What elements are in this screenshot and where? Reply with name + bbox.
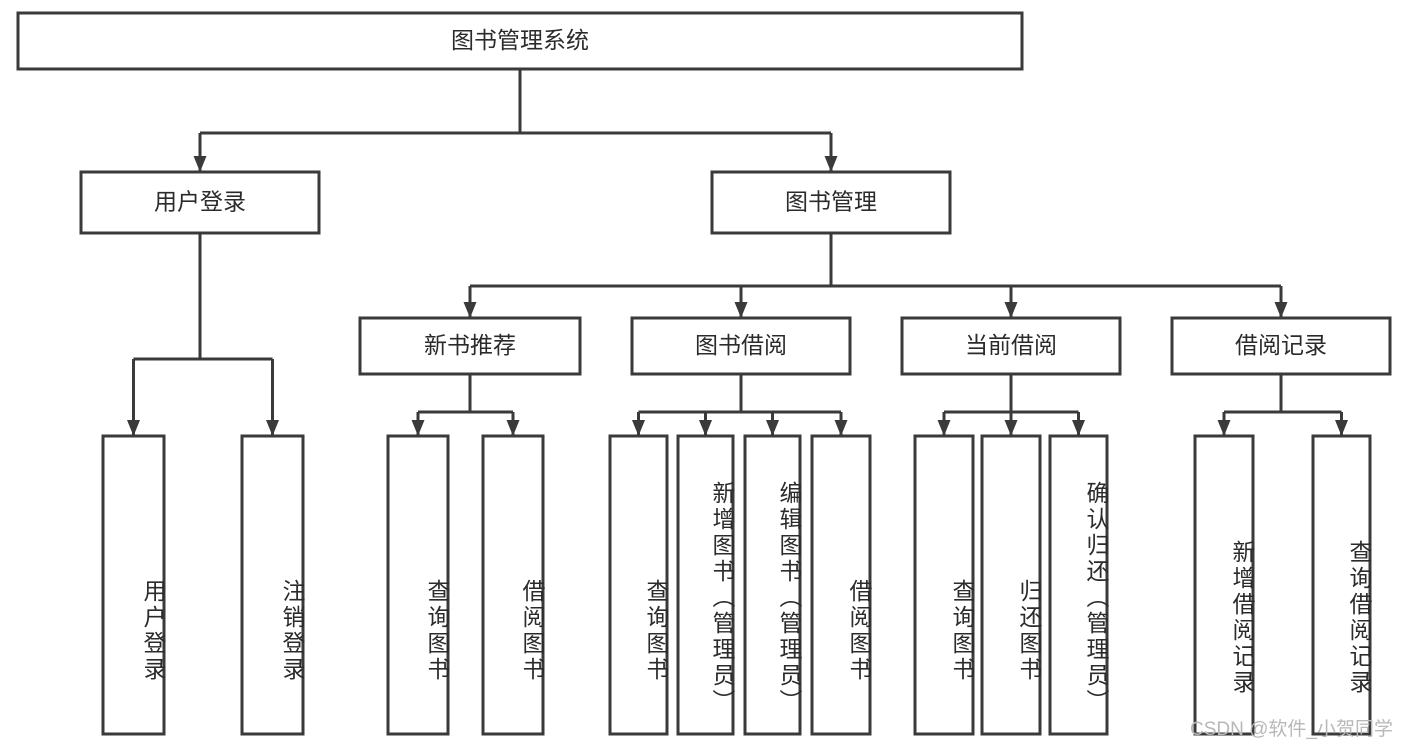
node-label-new-book-recommend: 新书推荐 <box>424 332 516 358</box>
node-box-leaf-borrow-book-1[interactable] <box>481 434 545 736</box>
node-box-leaf-add-record[interactable] <box>1193 434 1255 736</box>
node-label-book-borrow: 图书借阅 <box>695 332 787 358</box>
node-box-book-manage[interactable] <box>710 170 952 235</box>
node-label-borrow-record: 借阅记录 <box>1235 332 1327 358</box>
arrow-head-leaf-query-record <box>1335 420 1348 436</box>
node-box-leaf-borrow-book-2[interactable] <box>810 434 872 736</box>
node-box-leaf-query-book-2[interactable] <box>608 434 669 736</box>
node-box-leaf-add-book[interactable] <box>676 434 735 736</box>
arrow-head-leaf-add-record <box>1217 420 1231 436</box>
arrow-head-user-login <box>193 156 207 172</box>
node-box-root[interactable] <box>16 11 1024 71</box>
arrow-head-leaf-logout <box>266 420 279 436</box>
node-label-root: 图书管理系统 <box>451 27 589 53</box>
node-box-leaf-query-book-3[interactable] <box>913 434 975 736</box>
arrow-head-leaf-add-book <box>699 420 712 436</box>
arrow-head-leaf-return-book <box>1004 420 1018 436</box>
node-box-leaf-logout[interactable] <box>240 434 305 736</box>
arrow-head-leaf-edit-book <box>766 420 779 436</box>
node-box-borrow-record[interactable] <box>1170 316 1392 376</box>
node-label-user-login: 用户登录 <box>154 189 246 215</box>
node-box-current-borrow[interactable] <box>900 316 1122 376</box>
arrow-head-book-borrow <box>734 302 748 318</box>
boxes-layer <box>16 11 1392 736</box>
arrow-head-current-borrow <box>1004 302 1018 318</box>
node-label-book-manage: 图书管理 <box>785 189 877 215</box>
node-box-leaf-confirm-return[interactable] <box>1048 434 1109 736</box>
node-box-leaf-query-book-1[interactable] <box>386 434 450 736</box>
node-box-leaf-edit-book[interactable] <box>743 434 802 736</box>
node-label-current-borrow: 当前借阅 <box>965 332 1057 358</box>
node-box-leaf-user-login[interactable] <box>101 434 166 736</box>
node-box-leaf-query-record[interactable] <box>1311 434 1372 736</box>
node-box-leaf-return-book[interactable] <box>980 434 1042 736</box>
arrow-head-book-manage <box>824 156 838 172</box>
arrow-head-new-book-recommend <box>463 302 477 318</box>
arrow-head-borrow-record <box>1274 302 1288 318</box>
node-box-user-login[interactable] <box>79 170 321 235</box>
arrow-head-leaf-query-book-3 <box>937 420 951 436</box>
arrow-head-leaf-borrow-book-1 <box>506 420 520 436</box>
arrow-head-leaf-query-book-2 <box>632 420 645 436</box>
arrow-head-leaf-query-book-1 <box>411 420 425 436</box>
arrow-head-leaf-user-login <box>127 420 140 436</box>
arrow-head-leaf-confirm-return <box>1072 420 1085 436</box>
arrow-head-leaf-borrow-book-2 <box>834 420 848 436</box>
connectors-layer <box>127 69 1348 436</box>
node-box-book-borrow[interactable] <box>630 316 852 376</box>
node-box-new-book-recommend[interactable] <box>358 316 582 376</box>
